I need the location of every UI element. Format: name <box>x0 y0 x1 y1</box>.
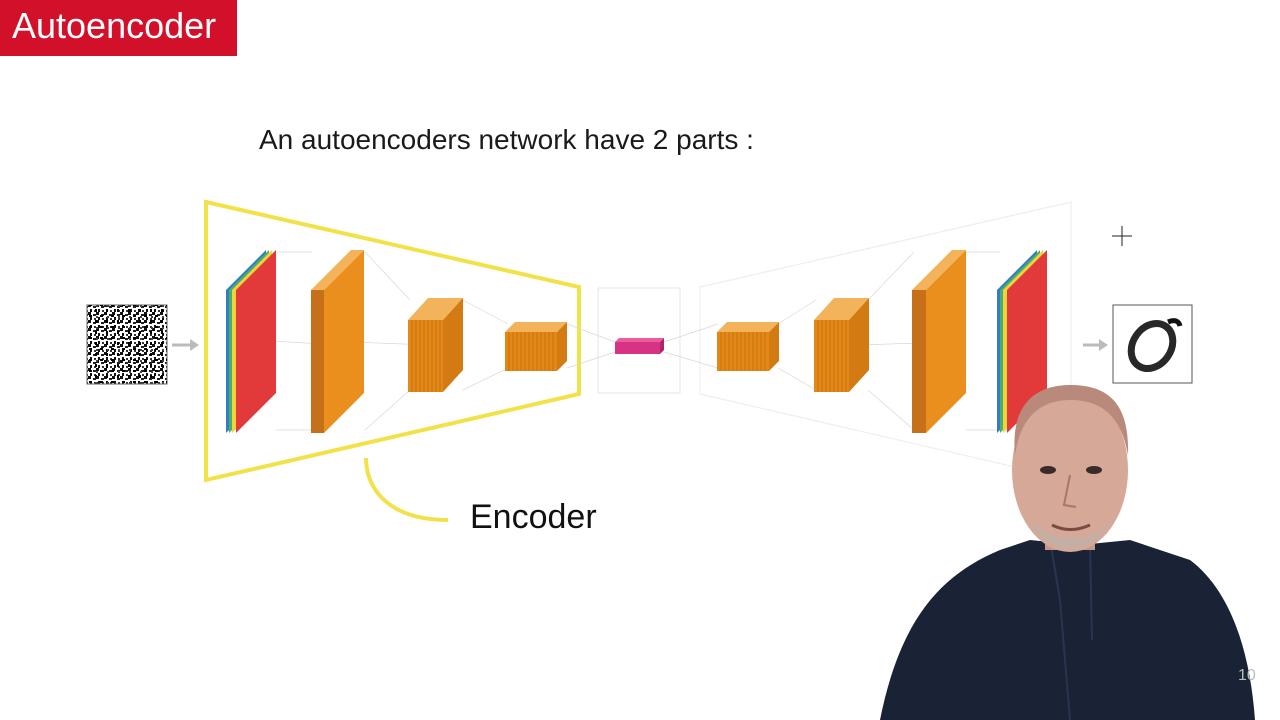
input-arrow-icon <box>172 339 199 351</box>
decoder-connections <box>663 251 1000 431</box>
slide-subtitle: An autoencoders network have 2 parts : <box>259 124 754 155</box>
encoder-outline <box>204 199 581 483</box>
encoder-callout-line <box>364 457 449 522</box>
crosshair-cursor-icon <box>1112 226 1132 246</box>
decoder-layer-1 <box>717 322 779 371</box>
presenter-video <box>880 385 1255 720</box>
latent-box <box>597 287 681 394</box>
output-image <box>1112 304 1193 384</box>
slide-title: Autoencoder <box>0 0 237 56</box>
decoder-layer-3 <box>912 250 966 433</box>
encoder-label: Encoder <box>470 498 597 536</box>
decoder-layer-output <box>997 250 1047 433</box>
slide-number: 10 <box>1238 667 1256 684</box>
encoder-layer-2 <box>311 250 364 433</box>
output-arrow-icon <box>1083 339 1108 351</box>
encoder-layer-4 <box>505 322 567 371</box>
latent-vector <box>615 338 664 354</box>
input-image <box>86 304 168 385</box>
decoder-layer-2 <box>814 298 869 392</box>
encoder-layer-3 <box>408 298 463 392</box>
encoder-layer-input <box>226 250 276 433</box>
